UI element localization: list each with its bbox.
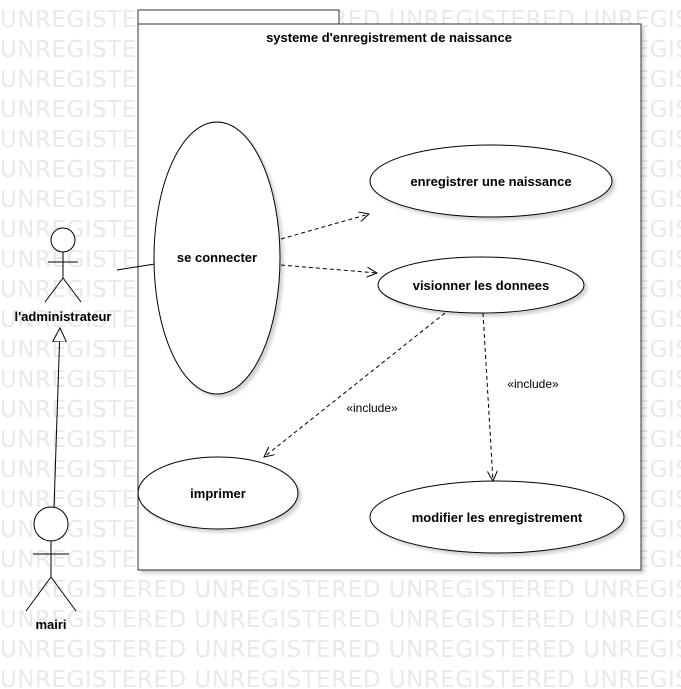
usecase-imprimer-label: imprimer: [190, 486, 246, 501]
usecase-modifier-label: modifier les enregistrement: [412, 510, 583, 525]
include-label-print: «include»: [346, 401, 398, 415]
dependency-login-to-view: [280, 264, 377, 273]
usecase-modifier-enregistrement[interactable]: modifier les enregistrement: [369, 480, 625, 554]
usecase-se-connecter[interactable]: se connecter: [153, 121, 281, 395]
include-view-to-edit: [482, 312, 493, 481]
usecase-visionner-donnees[interactable]: visionner les donnees: [377, 256, 585, 314]
mairi-right-leg: [50, 576, 77, 612]
admin-left-leg: [44, 277, 64, 303]
actor-mairi[interactable]: [25, 506, 77, 612]
system-title: systeme d'enregistrement de naissance: [266, 30, 512, 45]
mairi-head: [33, 506, 69, 542]
admin-head: [50, 227, 76, 253]
usecase-enregistrer-label: enregistrer une naissance: [410, 174, 571, 189]
generalization-mairi-admin: [54, 328, 60, 508]
admin-right-leg: [62, 277, 82, 303]
actor-administrateur[interactable]: [44, 227, 82, 303]
mairi-left-leg: [25, 576, 52, 612]
usecase-imprimer[interactable]: imprimer: [137, 456, 299, 530]
include-view-to-print: [264, 312, 446, 457]
association-admin-login: [116, 263, 156, 271]
usecase-se-connecter-label: se connecter: [177, 250, 257, 265]
usecase-enregistrer-naissance[interactable]: enregistrer une naissance: [369, 144, 613, 218]
dependency-login-to-register: [280, 214, 369, 240]
include-label-edit: «include»: [507, 377, 559, 391]
system-tab: [137, 9, 340, 25]
mairi-label: mairi: [35, 617, 66, 632]
usecase-visionner-label: visionner les donnees: [413, 278, 550, 293]
admin-label: l'administrateur: [14, 309, 111, 324]
